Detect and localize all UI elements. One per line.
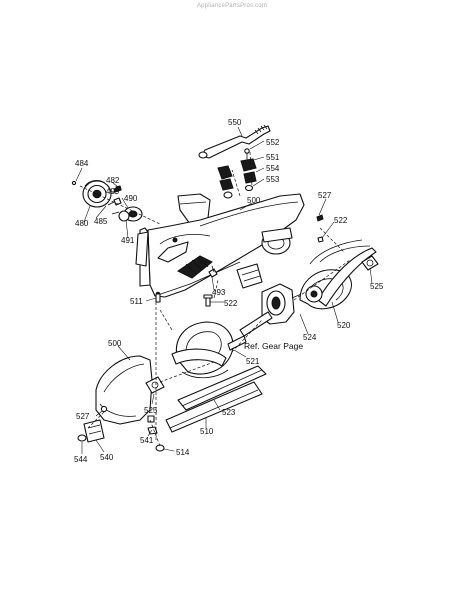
part-right-auger[interactable] xyxy=(299,239,377,310)
callout-525-right: 525 xyxy=(370,282,384,291)
callout-491: 491 xyxy=(121,236,135,245)
callout-485: 485 xyxy=(94,217,108,226)
callout-514: 514 xyxy=(176,448,190,457)
part-skid-shoe[interactable] xyxy=(77,419,105,443)
callout-510: 510 xyxy=(200,427,214,436)
leader-lines xyxy=(75,126,373,454)
part-housing-hardware[interactable] xyxy=(203,263,263,307)
callout-499: 499 xyxy=(106,187,120,196)
reference-note: Ref. Gear Page xyxy=(244,341,303,351)
assembly-lines xyxy=(79,151,351,447)
callout-480: 480 xyxy=(75,219,89,228)
callout-553: 553 xyxy=(266,175,280,184)
callout-544: 544 xyxy=(74,455,88,464)
part-right-screws[interactable] xyxy=(316,214,324,243)
part-shave-plate[interactable] xyxy=(165,381,263,433)
part-right-bearing[interactable] xyxy=(361,255,379,271)
callout-550: 550 xyxy=(228,118,242,127)
part-left-auger[interactable] xyxy=(171,321,247,379)
callout-500-left: 500 xyxy=(108,339,122,348)
part-bottom-fasteners[interactable] xyxy=(147,415,165,452)
part-bearing-flange[interactable] xyxy=(111,206,143,222)
callout-551: 551 xyxy=(266,153,280,162)
watermark-text: AppliancePartsPros.com xyxy=(196,3,268,9)
callout-511: 511 xyxy=(130,297,143,306)
callout-labels: 550 552 551 554 553 484 482 499 490 485 … xyxy=(74,118,384,464)
part-left-bearing[interactable] xyxy=(145,376,165,394)
part-chute-bracket-hardware[interactable] xyxy=(217,148,257,199)
callout-554: 554 xyxy=(266,164,280,173)
callout-522-mid: 522 xyxy=(224,299,238,308)
callout-541: 541 xyxy=(140,436,154,445)
callout-522-right: 522 xyxy=(334,216,348,225)
callout-484: 484 xyxy=(75,159,89,168)
callout-524: 524 xyxy=(303,333,317,342)
callout-500-top: 500 xyxy=(247,196,261,205)
callout-527-top: 527 xyxy=(318,191,332,200)
part-auger-housing[interactable] xyxy=(135,193,305,298)
callout-525-left: 525 xyxy=(144,406,158,415)
callout-523: 523 xyxy=(222,408,236,417)
part-scraper-bar[interactable] xyxy=(177,365,267,411)
part-gear-case[interactable] xyxy=(239,283,307,337)
part-chute-crank-rod[interactable] xyxy=(198,124,271,159)
part-washers[interactable] xyxy=(113,186,122,193)
callout-520: 520 xyxy=(337,321,351,330)
callout-552: 552 xyxy=(266,138,280,147)
part-carriage-bolt[interactable] xyxy=(155,293,161,303)
part-side-plate[interactable] xyxy=(95,355,153,425)
part-auger-pulley[interactable] xyxy=(71,179,112,208)
callout-521: 521 xyxy=(246,357,260,366)
callout-493: 493 xyxy=(212,288,226,297)
callout-540: 540 xyxy=(100,453,114,462)
callout-527-left: 527 xyxy=(76,412,90,421)
callout-490: 490 xyxy=(124,194,138,203)
callout-482: 482 xyxy=(106,176,120,185)
